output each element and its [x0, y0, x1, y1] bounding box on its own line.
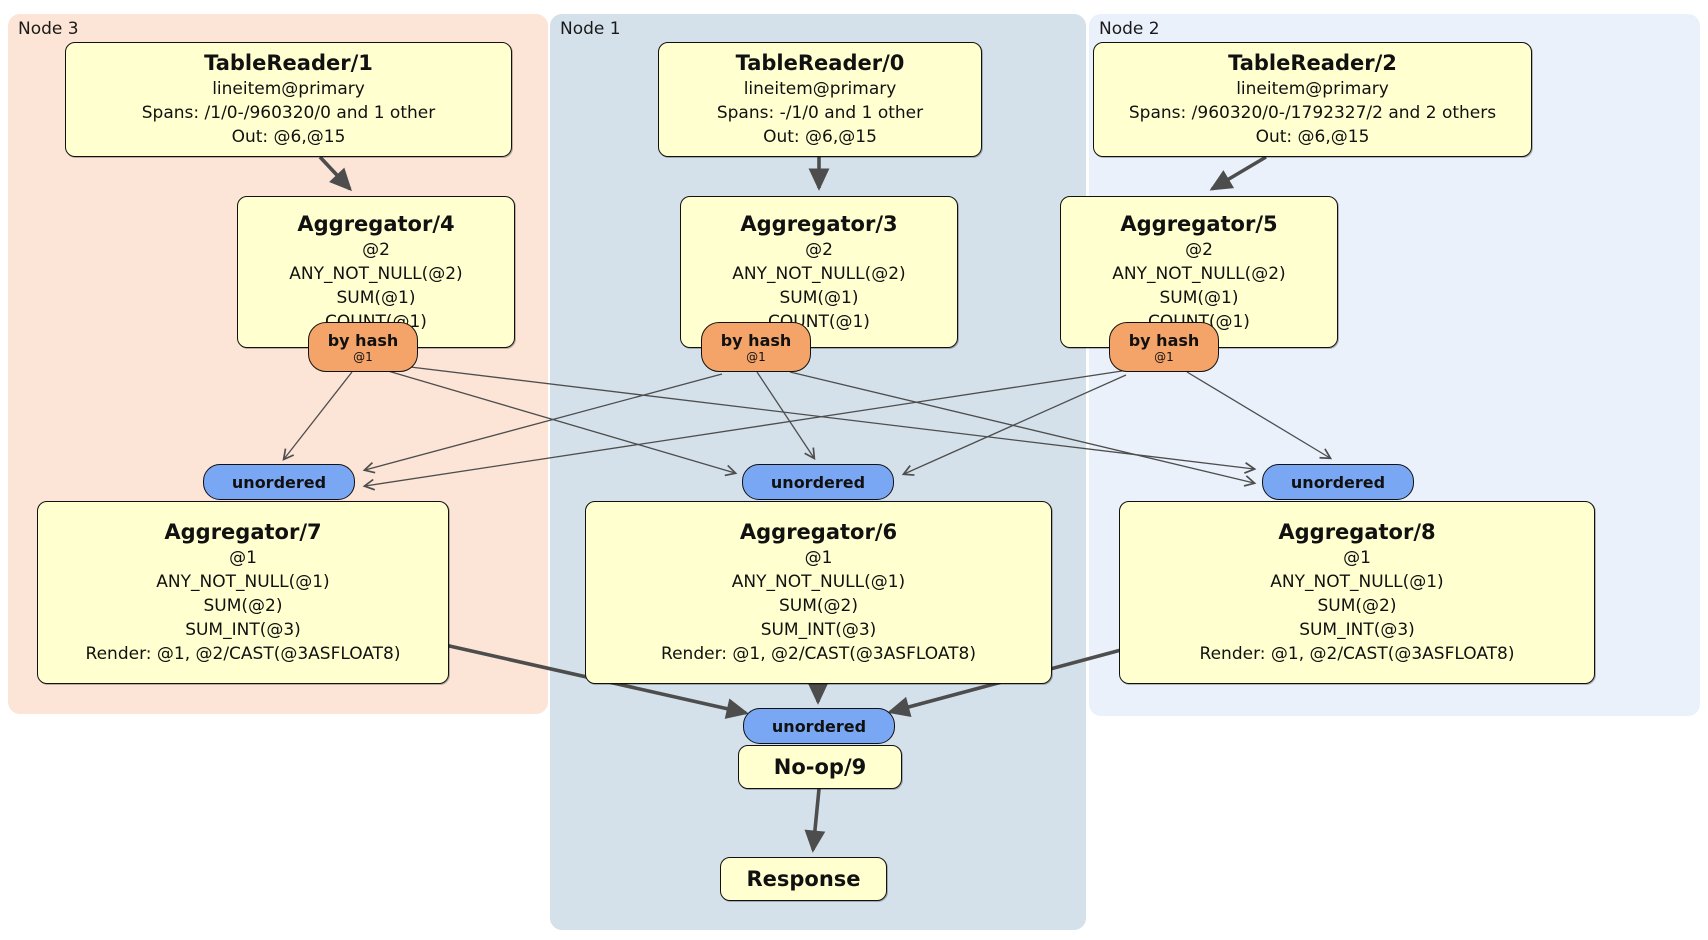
- processor-line: ANY_NOT_NULL(@1): [1270, 572, 1444, 592]
- node-panel-2-label: Node 2: [1099, 19, 1160, 39]
- processor-line: SUM_INT(@3): [1299, 620, 1415, 640]
- stream-edge-r2-s3: [362, 370, 1123, 491]
- stream-edge-r1-s3: [362, 373, 723, 474]
- processor-title: Aggregator/3: [740, 211, 898, 236]
- processor-line: ANY_NOT_NULL(@1): [731, 572, 906, 592]
- sync-unordered-node2: unordered: [1262, 464, 1414, 500]
- processor-line: lineitem@primary: [743, 79, 897, 99]
- processor-line: ANY_NOT_NULL(@2): [732, 263, 906, 284]
- router-label: by hash: [327, 330, 399, 350]
- stream-edge-r3-s3: [282, 371, 353, 461]
- processor-line: ANY_NOT_NULL(@2): [289, 263, 463, 284]
- sync-unordered-final: unordered: [743, 708, 895, 744]
- stream-edge-r2-s2: [1186, 371, 1333, 460]
- processor-line: Out: @6,@15: [763, 127, 877, 147]
- processor-line: SUM(@1): [1159, 287, 1239, 308]
- processor-response: Response: [720, 857, 887, 901]
- stream-edge-r3-s2: [401, 365, 1257, 474]
- processor-line: Spans: /1/0-/960320/0 and 1 other: [141, 103, 436, 123]
- stream-edge-r1-s2: [789, 371, 1257, 487]
- processor-title: Aggregator/6: [739, 520, 898, 544]
- processor-line: lineitem@primary: [1236, 79, 1389, 99]
- processor-aggregator-8: Aggregator/8 @1 ANY_NOT_NULL(@1) SUM(@2)…: [1119, 501, 1595, 684]
- processor-line: SUM(@2): [203, 596, 283, 616]
- sync-label: unordered: [770, 472, 866, 492]
- processor-line: Out: @6,@15: [231, 127, 346, 147]
- processor-title: Aggregator/4: [297, 211, 455, 236]
- router-by-hash-node2: by hash @1: [1109, 322, 1219, 372]
- stream-edge-r1-s1: [756, 371, 816, 461]
- processor-line: lineitem@primary: [212, 79, 365, 99]
- processor-tablereader-0: TableReader/0 lineitem@primary Spans: -/…: [658, 42, 982, 157]
- processor-line: Spans: /960320/0-/1792327/2 and 2 others: [1128, 103, 1497, 123]
- sync-label: unordered: [231, 472, 327, 492]
- flow-edge-tr2-agg5: [1209, 155, 1267, 191]
- processor-line: Render: @1, @2/CAST(@3ASFLOAT8): [85, 644, 401, 664]
- processor-tablereader-1: TableReader/1 lineitem@primary Spans: /1…: [65, 42, 512, 157]
- processor-line: @2: [362, 239, 390, 260]
- processor-line: @2: [805, 239, 833, 260]
- processor-aggregator-4: Aggregator/4 @2 ANY_NOT_NULL(@2) SUM(@1)…: [237, 196, 515, 348]
- processor-aggregator-6: Aggregator/6 @1 ANY_NOT_NULL(@1) SUM(@2)…: [585, 501, 1052, 684]
- processor-line: SUM(@1): [336, 287, 416, 308]
- processor-line: ANY_NOT_NULL(@1): [156, 572, 330, 592]
- processor-title: TableReader/0: [735, 51, 905, 75]
- processor-line: SUM(@1): [779, 287, 859, 308]
- processor-line: SUM_INT(@3): [185, 620, 301, 640]
- processor-line: Render: @1, @2/CAST(@3ASFLOAT8): [661, 644, 976, 664]
- sync-label: unordered: [1290, 472, 1386, 492]
- processor-title: No-op/9: [773, 754, 867, 779]
- sync-unordered-node1: unordered: [742, 464, 894, 500]
- sync-unordered-node3: unordered: [203, 464, 355, 500]
- processor-line: ANY_NOT_NULL(@2): [1112, 263, 1286, 284]
- processor-line: Render: @1, @2/CAST(@3ASFLOAT8): [1199, 644, 1515, 664]
- processor-noop-9: No-op/9: [738, 745, 902, 789]
- processor-line: @1: [1343, 548, 1371, 568]
- processor-tablereader-2: TableReader/2 lineitem@primary Spans: /9…: [1093, 42, 1532, 157]
- processor-title: Aggregator/7: [164, 520, 322, 544]
- node-panel-3-label: Node 3: [18, 19, 79, 39]
- processor-title: TableReader/2: [1228, 51, 1397, 75]
- router-by-hash-node1: by hash @1: [701, 322, 811, 372]
- processor-title: Aggregator/5: [1120, 211, 1278, 236]
- flow-edge-noop-response: [804, 788, 826, 853]
- processor-line: @2: [1185, 239, 1213, 260]
- router-columns: @1: [1154, 349, 1174, 364]
- processor-aggregator-7: Aggregator/7 @1 ANY_NOT_NULL(@1) SUM(@2)…: [37, 501, 449, 684]
- processor-line: @1: [229, 548, 257, 568]
- router-columns: @1: [353, 349, 373, 364]
- processor-line: @1: [804, 548, 833, 568]
- processor-line: Out: @6,@15: [1255, 127, 1370, 147]
- router-label: by hash: [1128, 330, 1200, 350]
- stream-edge-r3-s1: [387, 370, 738, 477]
- sync-label: unordered: [771, 716, 867, 736]
- router-columns: @1: [746, 349, 766, 364]
- processor-title: TableReader/1: [204, 51, 373, 75]
- processor-line: SUM_INT(@3): [760, 620, 877, 640]
- processor-line: Spans: -/1/0 and 1 other: [716, 103, 924, 123]
- processor-title: Response: [746, 866, 861, 891]
- router-label: by hash: [720, 330, 792, 350]
- processor-title: Aggregator/8: [1278, 520, 1436, 544]
- flow-edge-tr1-agg4: [318, 155, 352, 192]
- stream-edge-r2-s1: [901, 374, 1127, 476]
- processor-line: SUM(@2): [1317, 596, 1397, 616]
- node-panel-1-label: Node 1: [560, 19, 621, 39]
- router-by-hash-node3: by hash @1: [308, 322, 418, 372]
- processor-line: SUM(@2): [779, 596, 858, 616]
